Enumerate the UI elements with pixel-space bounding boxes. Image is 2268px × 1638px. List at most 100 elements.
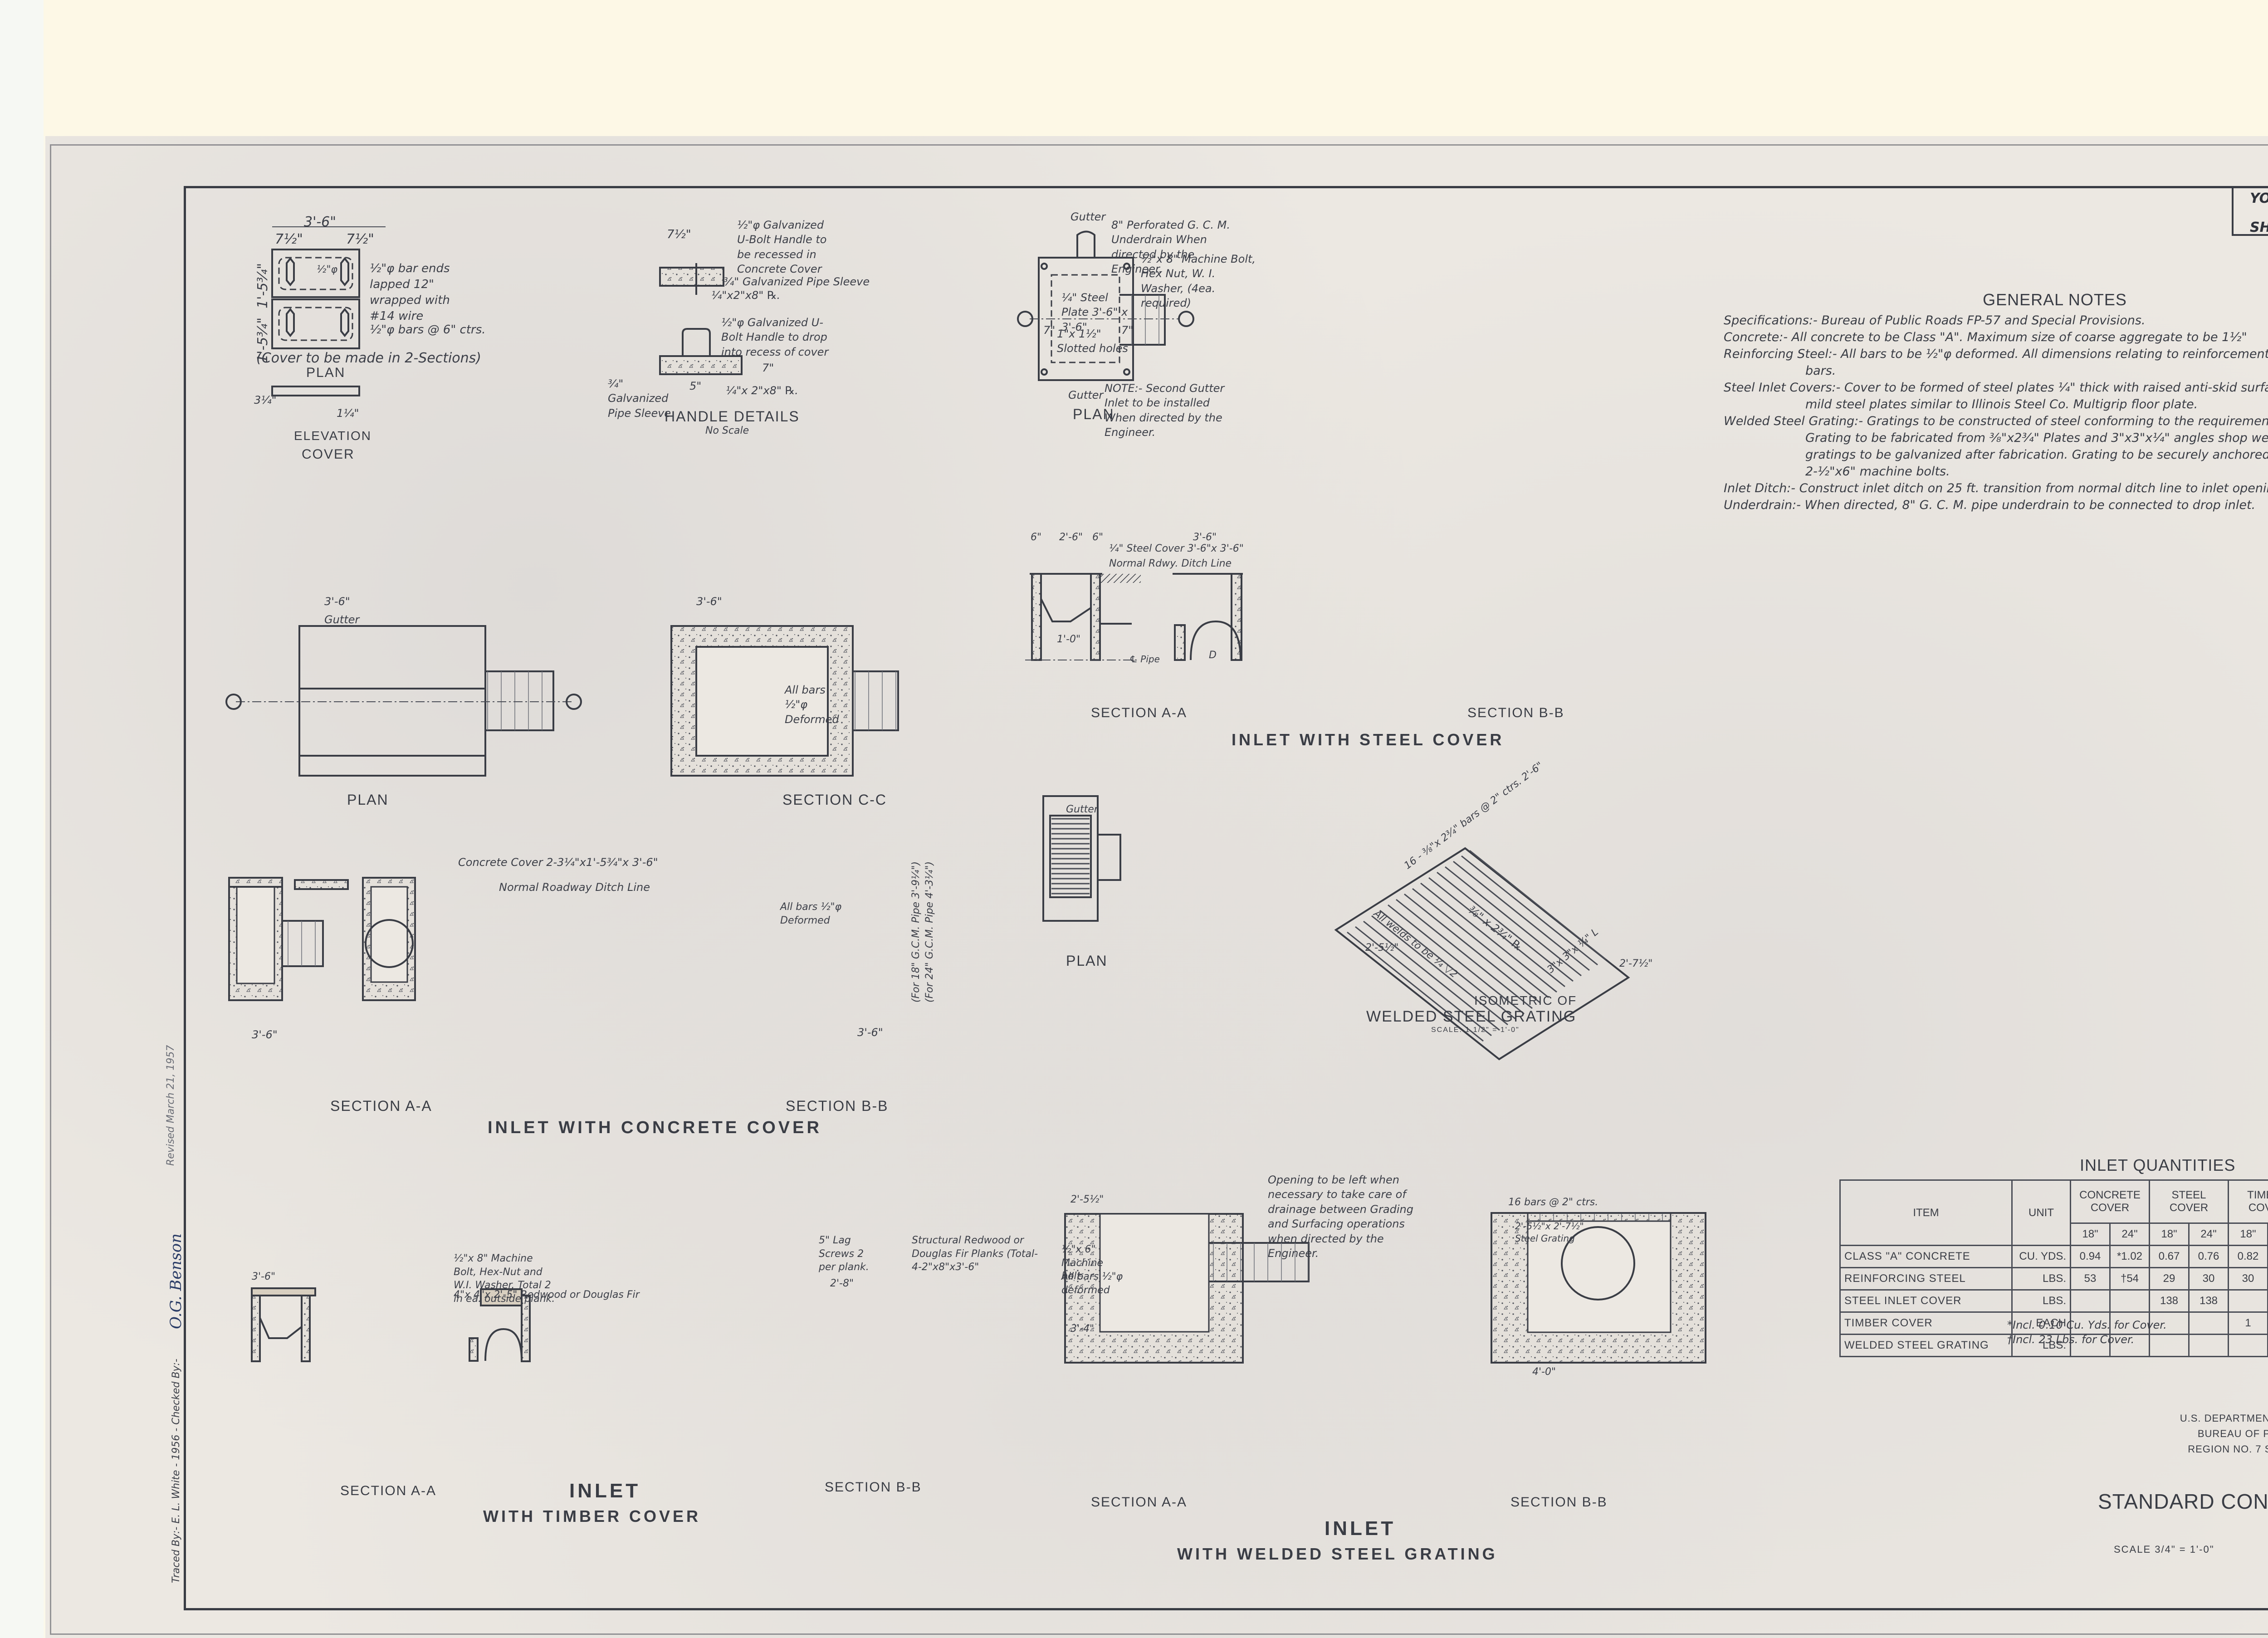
- handle-details-subtitle: No Scale: [705, 425, 749, 436]
- pipe-opening: [485, 1329, 522, 1361]
- grating-sections-drawing: [1043, 1170, 1715, 1370]
- pipe-circle: [366, 920, 413, 967]
- header-unit: UNIT: [2011, 1179, 2071, 1246]
- note-steel-cover: ¼" Steel Cover 3'-6"x 3'-6": [1109, 543, 1244, 554]
- row-value: 138: [2188, 1289, 2229, 1313]
- grating-plate: [1380, 910, 1516, 1019]
- handle-details-title: HANDLE DETAILS: [665, 408, 800, 425]
- scan-backing: [44, 0, 2268, 136]
- note-ubolt-recessed: ½"φ Galvanized U-Bolt Handle to be reces…: [737, 219, 827, 276]
- timber-title-2: WITH TIMBER COVER: [483, 1507, 701, 1526]
- traced-checked-note: Traced By:- E. L. White - 1956 - Checked…: [171, 1359, 182, 1583]
- pipe-corrugation: [853, 671, 898, 730]
- concrete-cover-slab: [295, 880, 348, 889]
- dim-top-middle: 2'-6": [1059, 532, 1083, 543]
- note-second-gutter: NOTE:- Second Gutter Inlet to be install…: [1105, 382, 1225, 439]
- cover-section-top: [272, 249, 359, 297]
- note-machine-bolt: ½"x 8" Machine Bolt, Hex Nut, W. I. Wash…: [1141, 253, 1256, 310]
- grating-plate: [1445, 867, 1581, 976]
- dim-top-left: 6": [1031, 532, 1042, 543]
- cover-plan-drawing: [245, 209, 435, 599]
- note-bar-ends: ½"φ bar ends lapped 12" wrapped with #14…: [370, 262, 450, 323]
- concrete-plan-drawing: [209, 590, 1007, 780]
- row-value: 138: [2149, 1289, 2190, 1313]
- row-value: 29: [2149, 1267, 2190, 1291]
- concrete-cover-title: INLET WITH CONCRETE COVER: [488, 1118, 822, 1137]
- row-value: [2109, 1311, 2150, 1335]
- row-unit: LBS.: [2011, 1267, 2071, 1291]
- dim-top-right: 6": [1092, 532, 1104, 543]
- outlet-pipe: [1098, 835, 1120, 880]
- quantities-title: INLET QUANTITIES: [2080, 1156, 2236, 1174]
- grating-plate: [1421, 883, 1557, 992]
- dim-half-top: 1'-5¾": [255, 263, 271, 308]
- dim-right: 7": [1121, 324, 1134, 337]
- cover-elevation: [272, 386, 359, 396]
- grating-plan-label: PLAN: [1066, 953, 1108, 969]
- grating-plate: [1388, 905, 1524, 1014]
- header-concrete-cover: CONCRETE COVER: [2070, 1179, 2150, 1224]
- plan-gutter: Gutter: [324, 613, 360, 626]
- note-inlet-ditch: Inlet Ditch:- Construct inlet ditch on 2…: [1724, 481, 2268, 495]
- wall-right: [302, 1296, 310, 1361]
- dim-7: 7": [762, 362, 774, 374]
- pipe-corrugation: [1209, 1243, 1309, 1281]
- concrete-sections-drawing: [200, 853, 998, 1089]
- row-value: [2149, 1311, 2190, 1335]
- grating-plan-drawing: [1039, 794, 1284, 957]
- section-interior: [237, 887, 274, 983]
- dim-edge-right: 7½": [346, 231, 374, 247]
- size-header: 24": [2188, 1222, 2229, 1246]
- wall-right: [1091, 574, 1100, 660]
- cover-label: COVER: [302, 447, 355, 462]
- section-marker-a: [567, 694, 581, 709]
- grating-plan-gutter: Gutter: [1066, 804, 1098, 815]
- section-marker-a: [226, 694, 241, 709]
- row-value: [2188, 1311, 2229, 1335]
- timber-note-bolt: ½"x 8" Machine Bolt, Hex-Nut and W.I. Wa…: [454, 1253, 555, 1305]
- note-specifications: Specifications:- Bureau of Public Roads …: [1724, 313, 2146, 328]
- cover-slab-section: [660, 356, 742, 374]
- pipe-opening: [1191, 621, 1241, 660]
- isometric-title-2: WELDED STEEL GRATING: [1366, 1008, 1577, 1025]
- bar-label: ½"φ: [317, 264, 337, 275]
- note-plate-2: ¼"x 2"x8" ℞.: [726, 384, 798, 397]
- row-value: 0.67: [2149, 1245, 2190, 1268]
- row-unit: LBS.: [2011, 1289, 2071, 1313]
- row-value: †54: [2109, 1267, 2150, 1291]
- steel-plan-label: PLAN: [1073, 406, 1114, 422]
- note-pipe-sleeve: ¾" Galvanized Pipe Sleeve: [723, 275, 870, 288]
- rebar-outline: [279, 308, 352, 340]
- steel-section-aa-label: SECTION A-A: [1091, 705, 1188, 720]
- concrete-section-bb-label: SECTION B-B: [786, 1098, 889, 1114]
- grating-note-bars: All bars ½"φ deformed: [1061, 1271, 1123, 1296]
- dims-bottom: 1'-0": [1057, 634, 1081, 645]
- checker-signature: O.G. Benson: [167, 1233, 185, 1329]
- grating-bb-width: 4'-0": [1532, 1366, 1556, 1378]
- row-value: [2228, 1334, 2268, 1357]
- row-value: 0.76: [2188, 1245, 2229, 1268]
- row-value: 30: [2228, 1267, 2268, 1291]
- grating-bars: [1051, 819, 1090, 894]
- row-value: [2109, 1289, 2150, 1313]
- note-ditch-line: Normal Rdwy. Ditch Line: [1109, 558, 1232, 569]
- bb-width: 3'-6": [1193, 532, 1217, 543]
- cc-note-bars: All bars ½"φ Deformed: [785, 684, 839, 726]
- note-ubolt-drop: ½"φ Galvanized U-Bolt Handle to drop int…: [721, 316, 829, 358]
- grating-plate: [1461, 856, 1598, 965]
- steel-plate-label: ¼" Steel Plate 3'-6" x 3'-6": [1061, 291, 1128, 333]
- size-header-row: 18"24"18"24"18"24"18"24": [1840, 1222, 2268, 1246]
- timber-note-planks: Structural Redwood or Douglas Fir Planks…: [912, 1235, 1038, 1273]
- inlet-quantities-table: ITEM UNIT CONCRETE COVER STEEL COVER TIM…: [1839, 1179, 2268, 1357]
- wall-left: [252, 1296, 260, 1361]
- cc-sec-dim-width: 3'-6": [252, 1028, 278, 1041]
- note-plate: ¼"x2"x8" ℞.: [711, 289, 781, 302]
- bolt-icon: [1041, 264, 1129, 375]
- grating-section-aa-label: SECTION A-A: [1091, 1495, 1188, 1510]
- pipe-centerline: ℄ Pipe: [1129, 654, 1160, 665]
- scan-margin: [0, 0, 44, 1638]
- grating-plate: [1404, 894, 1540, 1003]
- grating-plates: [1347, 851, 1606, 1041]
- plan-width: 3'-6": [324, 595, 350, 608]
